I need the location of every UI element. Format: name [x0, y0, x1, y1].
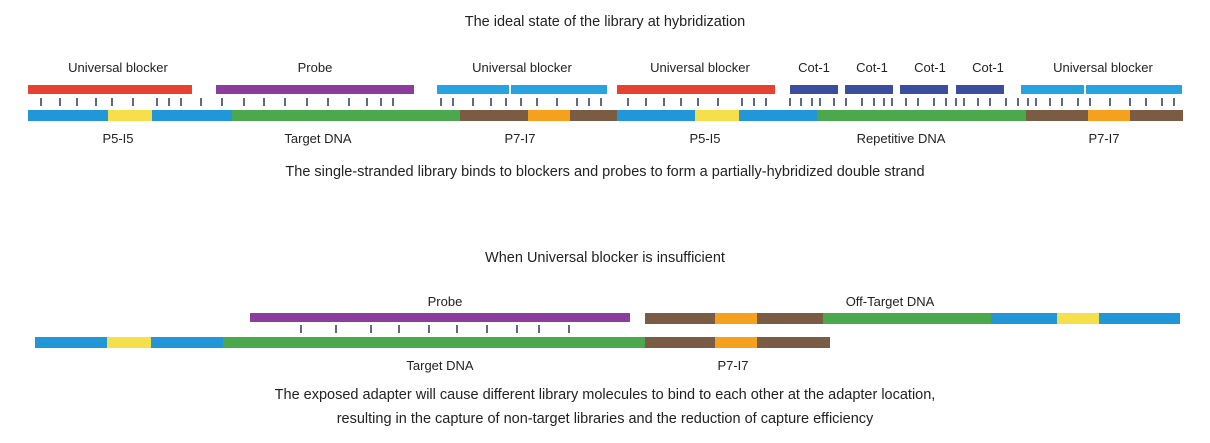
label-cot1-4: Cot-1	[972, 60, 1004, 75]
label-off-target-dna: Off-Target DNA	[845, 294, 935, 309]
bar-universal-blocker-p7-a-right	[1021, 85, 1084, 94]
segment-p5-adapter-b	[739, 110, 817, 121]
segment-p5-adapter-a	[28, 110, 108, 121]
label-universal-blocker-p7-left: Universal blocker	[472, 60, 572, 75]
segment-p5-adapter-a	[617, 110, 695, 121]
target-library-strand	[35, 337, 830, 348]
label-repetitive-dna: Repetitive DNA	[856, 131, 946, 146]
label-p7-i7-right: P7-I7	[1088, 131, 1120, 146]
bar-cot1-3	[900, 85, 948, 94]
segment-p7-adapter-a	[645, 337, 715, 348]
segment-target-dna	[223, 337, 645, 348]
label-probe-bottom: Probe	[427, 294, 463, 309]
label-p7-i7-bottom: P7-I7	[717, 358, 749, 373]
segment-p5-adapter-a	[35, 337, 107, 348]
segment-p7-adapter-a	[460, 110, 528, 121]
segment-p7-adapter-b	[757, 337, 830, 348]
segment-i7-index	[528, 110, 570, 121]
segment-target-dna	[232, 110, 460, 121]
segment-p7-adapter-b	[570, 110, 636, 121]
segment-off-target-dna	[823, 313, 991, 324]
label-universal-blocker-p5-left: Universal blocker	[68, 60, 168, 75]
label-cot1-3: Cot-1	[914, 60, 946, 75]
label-target-dna-left: Target DNA	[284, 131, 352, 146]
library-strand-left	[28, 110, 636, 121]
segment-p5-adapter-b	[1099, 313, 1180, 324]
bottom-panel-caption-line-1: The exposed adapter will cause different…	[274, 387, 936, 403]
bar-cot1-2	[845, 85, 893, 94]
segment-p7-adapter-a	[645, 313, 715, 324]
top-panel-caption: The single-stranded library binds to blo…	[285, 164, 925, 180]
hybridization-ticks-bottom	[250, 325, 630, 333]
segment-p5-adapter-b	[151, 337, 223, 348]
bar-universal-blocker-p5-left	[28, 85, 192, 94]
library-strand-right	[617, 110, 1183, 121]
label-p5-i5-right: P5-I5	[689, 131, 721, 146]
segment-i5-index	[695, 110, 739, 121]
segment-p5-adapter-b	[152, 110, 232, 121]
label-probe-left: Probe	[297, 60, 333, 75]
segment-p7-adapter-b	[1130, 110, 1183, 121]
bottom-panel-caption-line-2: resulting in the capture of non-target l…	[336, 411, 874, 427]
segment-i7-index	[1088, 110, 1130, 121]
label-universal-blocker-p7-right: Universal blocker	[1053, 60, 1153, 75]
bar-probe-bottom	[250, 313, 630, 322]
label-cot1-1: Cot-1	[798, 60, 830, 75]
top-panel-title: The ideal state of the library at hybrid…	[464, 14, 746, 30]
bottom-panel-title: When Universal blocker is insufficient	[485, 250, 725, 266]
bar-probe-left	[216, 85, 414, 94]
segment-i5-index	[107, 337, 151, 348]
segment-i7-index	[715, 337, 757, 348]
label-p7-i7-left: P7-I7	[504, 131, 536, 146]
hybridization-ticks-left	[28, 98, 608, 106]
bar-universal-blocker-p7-b-right	[1086, 85, 1182, 94]
segment-i7-index	[715, 313, 757, 324]
hybridization-ticks-right	[617, 98, 1183, 106]
segment-i5-index	[108, 110, 152, 121]
label-universal-blocker-p5-right: Universal blocker	[650, 60, 750, 75]
bar-universal-blocker-p7-a-left	[437, 85, 509, 94]
bar-cot1-4	[956, 85, 1004, 94]
off-target-library-strand	[645, 313, 1180, 324]
segment-p5-adapter-a	[991, 313, 1057, 324]
bar-universal-blocker-p5-right	[617, 85, 775, 94]
segment-p7-adapter-a	[1026, 110, 1088, 121]
label-cot1-2: Cot-1	[856, 60, 888, 75]
bar-cot1-1	[790, 85, 838, 94]
label-target-dna-bottom: Target DNA	[406, 358, 474, 373]
segment-p7-adapter-b	[757, 313, 823, 324]
segment-i5-index	[1057, 313, 1099, 324]
segment-repetitive-dna	[817, 110, 1026, 121]
label-p5-i5-left: P5-I5	[102, 131, 134, 146]
bar-universal-blocker-p7-b-left	[511, 85, 607, 94]
